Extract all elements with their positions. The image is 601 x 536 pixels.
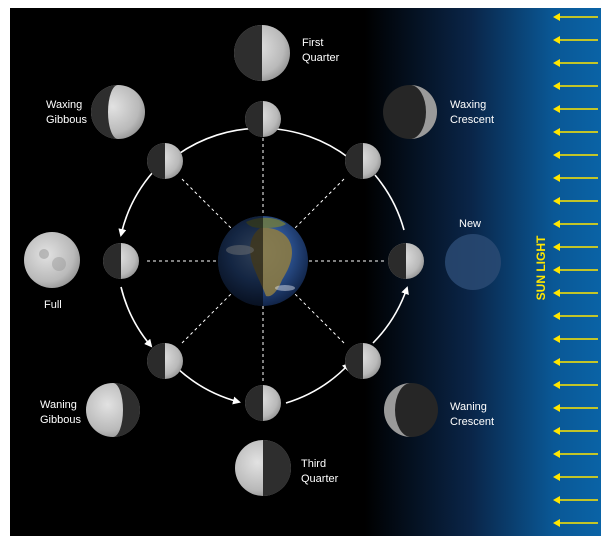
label-waning-crescent-1: Waning: [450, 401, 487, 413]
sunlight-arrowhead: [553, 174, 560, 182]
sunlight-arrowhead: [553, 358, 560, 366]
sunlight-arrowhead: [553, 427, 560, 435]
sunlight-arrowhead: [553, 450, 560, 458]
label-full: Full: [44, 299, 62, 311]
label-waxing-gibbous-1: Waxing: [46, 99, 82, 111]
label-third-quarter-1: Third: [301, 458, 326, 470]
label-first-quarter-1: First: [302, 37, 323, 49]
label-waning-gibbous-2: Gibbous: [40, 414, 81, 426]
phase-moons: [24, 25, 501, 496]
sunlight-arrowhead: [553, 128, 560, 136]
inner-moon-right: [388, 243, 424, 279]
sunlight-arrowhead: [553, 496, 560, 504]
sunlight-arrowhead: [553, 151, 560, 159]
sunlight-arrowhead: [553, 335, 560, 343]
moon-phase-first-quarter: [234, 25, 290, 81]
sunlight-arrowhead: [553, 220, 560, 228]
moon-phase-waxing-crescent: [383, 85, 437, 139]
label-first-quarter-2: Quarter: [302, 52, 340, 64]
sunlight-arrowhead: [553, 473, 560, 481]
moon-phase-waxing-gibbous: [91, 85, 145, 139]
sunlight-arrowhead: [553, 82, 560, 90]
sunlight-arrowhead: [553, 59, 560, 67]
label-waning-crescent-2: Crescent: [450, 416, 494, 428]
orbit-arc-left: [120, 286, 153, 348]
orbit-arc-lower-right: [285, 362, 351, 404]
inner-moon-left: [103, 243, 139, 279]
label-waning-gibbous-1: Waning: [40, 399, 77, 411]
orbit-arc-right: [372, 286, 409, 344]
label-third-quarter-2: Quarter: [301, 473, 339, 485]
sunlight-arrowhead: [553, 289, 560, 297]
sunlight-arrowhead: [553, 312, 560, 320]
moon-phase-waning-gibbous: [86, 383, 140, 437]
orbit-arc-lower-left: [176, 367, 241, 405]
sun-light-label: SUN LIGHT: [534, 235, 548, 300]
inner-moon-bottom: [245, 385, 281, 421]
moon-phase-full: [24, 232, 80, 288]
inner-moon-upper-right: [345, 143, 381, 179]
earth: [218, 216, 308, 306]
sunlight-arrowhead: [553, 13, 560, 21]
orbit-arc-upper-right: [374, 174, 405, 231]
sunlight-arrowhead: [553, 243, 560, 251]
sunlight-arrowhead: [553, 519, 560, 527]
label-waxing-crescent-2: Crescent: [450, 114, 494, 126]
moon-phase-waning-crescent: [384, 383, 438, 437]
inner-moon-lower-right: [345, 343, 381, 379]
moon-phase-new: [445, 234, 501, 290]
sunlight-arrowhead: [553, 197, 560, 205]
sunlight-arrowhead: [553, 36, 560, 44]
moon-phase-third-quarter: [235, 440, 291, 496]
sunlight-arrowhead: [553, 381, 560, 389]
label-waxing-gibbous-2: Gibbous: [46, 114, 87, 126]
earth-night-side: [218, 216, 263, 306]
orbit-arc-upper-left: [118, 171, 154, 237]
sunlight-arrowhead: [553, 105, 560, 113]
label-new: New: [459, 218, 481, 230]
label-waxing-crescent-1: Waxing: [450, 99, 486, 111]
inner-moon-upper-left: [147, 143, 183, 179]
sunlight-arrowhead: [553, 266, 560, 274]
inner-moon-top: [245, 101, 281, 137]
inner-moons: [103, 101, 424, 421]
sunlight-arrows: [553, 13, 598, 527]
spoke-lines: [147, 138, 385, 384]
phase-labels: First Quarter Waxing Gibbous Waxing Cres…: [40, 37, 494, 485]
inner-moon-lower-left: [147, 343, 183, 379]
sunlight-arrowhead: [553, 404, 560, 412]
